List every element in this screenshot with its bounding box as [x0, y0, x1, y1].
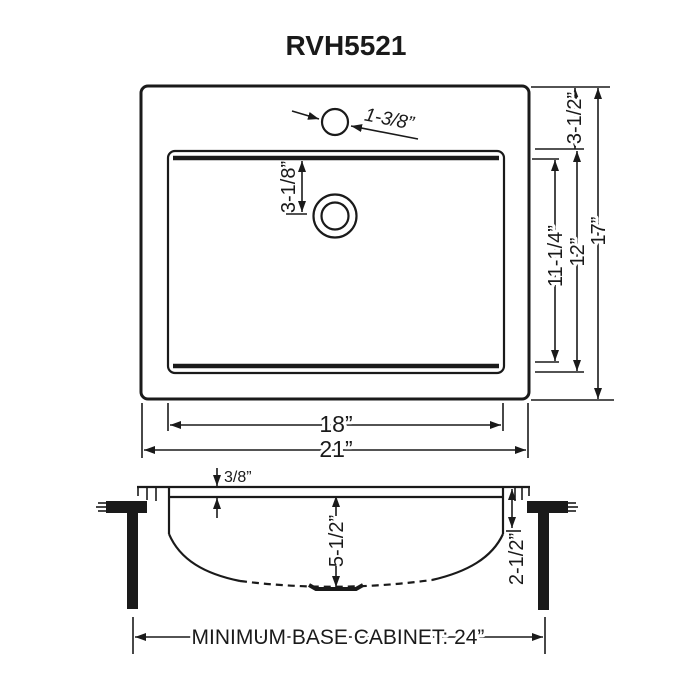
deck-dimension: 3-1/2”	[561, 88, 589, 149]
faucet-hole: 1-3/8”	[291, 102, 420, 140]
drain-offset-dimension: 3-1/8”	[278, 161, 307, 215]
bowl-outline	[166, 149, 506, 375]
drain-outer-circle	[312, 193, 358, 239]
bowl-outer-dimension: 12”	[564, 151, 592, 371]
side-depth-dim-label: 2-1/2”	[506, 533, 528, 585]
cabinet-wall-left	[127, 513, 138, 609]
faucet-hole-circle	[320, 107, 350, 137]
overall-depth-dimension: 17”	[585, 88, 613, 399]
bottom-extension-lines	[141, 403, 529, 458]
top-view: 1-3/8” 3-1/8” 3-1/2”	[139, 84, 614, 465]
bowl-depth-dimension: 5-1/2”	[326, 496, 348, 587]
faucet-leader-left	[291, 110, 320, 120]
drain	[312, 193, 358, 239]
cabinet-wall-right	[538, 513, 549, 610]
cabinet-walls	[127, 513, 549, 610]
bowl-width-dimension: 18”	[170, 408, 501, 440]
right-extension-lines	[531, 86, 614, 401]
bowl-outer-dim-label: 12”	[567, 238, 589, 267]
base-cabinet-dimension: MINIMUM BASE CABINET: 24”	[132, 617, 546, 654]
bowl-inner-dim-label: 11-1/4”	[545, 225, 567, 287]
bowl-depth-dim-label: 5-1/2”	[326, 515, 348, 567]
mounting-ticks	[137, 487, 530, 501]
rim-thickness-dimension: 3/8”	[213, 468, 252, 518]
page-title: RVH5521	[286, 30, 407, 61]
bowl-profile	[167, 487, 505, 591]
deck-dim-label: 3-1/2”	[564, 92, 586, 144]
overall-width-dimension: 21”	[144, 433, 526, 465]
bowl-width-dim-label: 18”	[319, 411, 352, 437]
sink-outer-outline	[139, 84, 531, 401]
drain-inner-circle	[320, 201, 350, 231]
drain-outlet	[308, 583, 364, 591]
section-view: 3/8” 5-1/2” 2-1/2” MINIMUM BASE CABINET:…	[96, 468, 578, 654]
countertop-cross-sections	[96, 501, 578, 513]
overall-depth-dim-label: 17”	[588, 217, 610, 246]
faucet-leader-right	[350, 124, 419, 140]
base-cabinet-dim-label: MINIMUM BASE CABINET: 24”	[192, 626, 485, 649]
overall-width-dim-label: 21”	[319, 436, 352, 462]
side-depth-dimension: 2-1/2”	[506, 489, 528, 585]
bowl-inner-dimension: 11-1/4”	[542, 160, 570, 361]
rim-thickness-dim-label: 3/8”	[224, 469, 252, 486]
drain-offset-dim-label: 3-1/8”	[278, 161, 300, 213]
